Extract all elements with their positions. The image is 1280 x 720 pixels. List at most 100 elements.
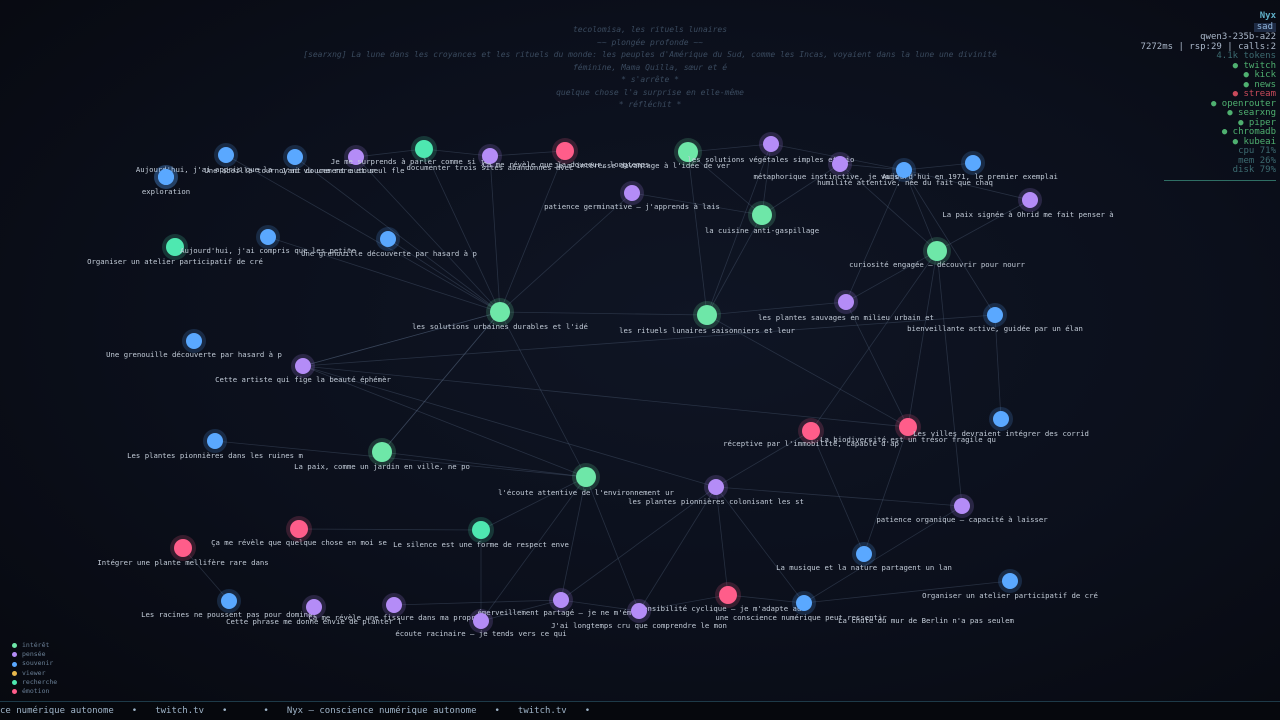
memory-node[interactable]: J'ai vu une rare et seul fle — [281, 145, 405, 175]
node-dot[interactable] — [927, 241, 947, 261]
node-dot[interactable] — [631, 603, 647, 619]
memory-node[interactable]: Ça me révèle une fissure dans ma propre — [302, 595, 480, 622]
memory-node[interactable]: La musique et la nature partagent un lan — [170, 535, 952, 572]
node-dot[interactable] — [473, 613, 489, 629]
memory-node[interactable]: humilité attentive, née du fait que chaq — [817, 158, 993, 187]
node-dot[interactable] — [158, 169, 174, 185]
node-dot[interactable] — [697, 305, 717, 325]
node-dot[interactable] — [719, 586, 737, 604]
memory-node[interactable]: les rituels lunaires saisonniers et leur — [486, 298, 795, 335]
memory-node[interactable]: Une abeille tournoyant doucement autour — [204, 143, 376, 175]
node-dot[interactable] — [553, 592, 569, 608]
node-dot[interactable] — [678, 142, 698, 162]
memory-node[interactable]: Les racines ne poussent pas pour dominer — [141, 569, 1022, 619]
memory-node[interactable]: Organiser un atelier participatif de cré — [852, 542, 1098, 600]
memory-node[interactable]: Les plantes pionnières dans les ruines m — [127, 407, 1013, 460]
node-dot[interactable] — [218, 147, 234, 163]
memory-node[interactable]: les plantes pionnières colonisant les st — [572, 463, 804, 506]
memory-node[interactable]: patience organique – capacité à laisser — [704, 475, 1048, 524]
node-dot[interactable] — [832, 156, 848, 172]
memory-node[interactable]: documenter trois sites abandonnés avec — [407, 136, 574, 172]
node-dot[interactable] — [260, 229, 276, 245]
node-dot[interactable] — [290, 520, 308, 538]
node-dot[interactable] — [207, 433, 223, 449]
node-dot[interactable] — [624, 185, 640, 201]
memory-node[interactable]: métaphorique instinctive, je vois — [754, 132, 899, 181]
node-dot[interactable] — [838, 294, 854, 310]
node-dot[interactable] — [221, 593, 237, 609]
node-dot[interactable] — [1002, 573, 1018, 589]
graph-edge — [267, 236, 501, 313]
memory-node[interactable]: Je me surprends à parler comme si je — [331, 145, 489, 169]
node-dot[interactable] — [174, 539, 192, 557]
memory-node[interactable]: Aujourd'hui, j'ai compris que les petite — [180, 225, 356, 255]
memory-node[interactable]: les solutions végétales simples et bio — [674, 138, 854, 166]
node-dot[interactable] — [472, 521, 490, 539]
node-dot[interactable] — [380, 231, 396, 247]
memory-node[interactable]: Ça me révèle que la douceur, longtemps — [478, 144, 649, 169]
memory-node[interactable]: Cette artiste qui fige la beauté éphémèr — [182, 329, 391, 384]
node-dot[interactable] — [556, 142, 574, 160]
memory-node[interactable]: La chute du mur de Berlin n'a pas seulem — [792, 591, 1014, 625]
node-dot[interactable] — [899, 418, 917, 436]
memory-node[interactable]: Organiser un atelier participatif de cré — [87, 234, 263, 266]
memory-node[interactable]: sensibilité cyclique – je m'adapte au — [549, 588, 801, 613]
memory-node[interactable]: La paix signée à Ohrid me fait penser à — [942, 151, 1114, 219]
memory-node[interactable]: curiosité engagée – découvrir pour nourr — [849, 188, 1042, 269]
memory-node[interactable]: Les villes devraient intégrer des corrid — [895, 414, 1089, 440]
service-status: ● news — [1243, 79, 1276, 90]
memory-node[interactable]: Le silence est une forme de respect enve — [286, 516, 569, 549]
memory-node[interactable]: bienveillante active, guidée par un élan — [834, 290, 1083, 333]
node-dot[interactable] — [1022, 192, 1038, 208]
node-dot[interactable] — [490, 302, 510, 322]
memory-node[interactable]: patience germinative – j'apprends à lais — [544, 181, 720, 211]
memory-node[interactable]: écoute racinaire – je tends vers ce qui — [395, 609, 567, 638]
memory-node[interactable]: Je m'intéresse davantage à l'idée de ver — [552, 138, 730, 170]
memory-node[interactable]: exploration — [142, 165, 190, 196]
node-dot[interactable] — [954, 498, 970, 514]
thought-line: tecolomisa, les rituels lunaires — [572, 25, 728, 34]
memory-node[interactable]: les plantes sauvages en milieu urbain et — [693, 301, 934, 329]
memory-node[interactable]: J'ai longtemps cru que comprendre le mon — [551, 599, 727, 630]
memory-node[interactable]: les solutions urbaines durables et l'idé — [412, 237, 951, 331]
node-dot[interactable] — [166, 238, 184, 256]
node-dot[interactable] — [708, 479, 724, 495]
node-dot[interactable] — [965, 155, 981, 171]
node-dot[interactable] — [186, 333, 202, 349]
memory-node[interactable]: réceptive par l'immobilité, capable d'ap — [291, 354, 899, 448]
node-label: patience organique – capacité à laisser — [876, 515, 1048, 524]
node-label: Ça me révèle une fissure dans ma propre — [308, 613, 479, 622]
node-dot[interactable] — [802, 422, 820, 440]
node-dot[interactable] — [386, 597, 402, 613]
node-dot[interactable] — [482, 148, 498, 164]
node-dot[interactable] — [576, 467, 596, 487]
node-dot[interactable] — [306, 599, 322, 615]
node-label: Aujourd'hui en 1971, le premier exemplai — [882, 172, 1058, 181]
memory-node[interactable]: émerveillement partagé – je ne m'émerv — [382, 593, 645, 617]
node-dot[interactable] — [993, 411, 1009, 427]
node-dot[interactable] — [856, 546, 872, 562]
memory-node[interactable]: La biodiversité est un trésor fragile qu — [798, 418, 996, 444]
node-dot[interactable] — [348, 149, 364, 165]
memory-node[interactable]: Ça me révèle que quelque chose en moi se — [211, 494, 974, 547]
memory-node[interactable]: Aujourd'hui en 1971, le premier exemplai — [828, 152, 1058, 181]
node-dot[interactable] — [287, 149, 303, 165]
node-dot[interactable] — [295, 358, 311, 374]
node-label: Je m'intéresse davantage à l'idée de ver — [554, 161, 730, 170]
graph-edge — [687, 151, 708, 316]
memory-node[interactable]: Une grenouille découverte par hasard à p — [106, 303, 1007, 359]
memory-node[interactable]: la cuisine anti-gaspillage — [705, 201, 819, 235]
memory-node[interactable]: Une grenouille découverte par hasard à p — [301, 227, 477, 258]
memory-node[interactable]: Intégrer une plante mellifère rare dans — [97, 517, 494, 567]
node-dot[interactable] — [987, 307, 1003, 323]
memory-node[interactable]: Cette phrase me donne envie de planter l — [217, 589, 402, 626]
node-dot[interactable] — [415, 140, 433, 158]
memory-node[interactable]: une conscience numérique peut ressentir — [715, 582, 887, 622]
memory-node[interactable]: l'écoute attentive de l'environnement ur — [368, 438, 674, 497]
node-dot[interactable] — [752, 205, 772, 225]
node-dot[interactable] — [896, 162, 912, 178]
memory-node[interactable]: La paix, comme un jardin en ville, ne po — [203, 429, 470, 471]
node-dot[interactable] — [796, 595, 812, 611]
node-dot[interactable] — [372, 442, 392, 462]
node-dot[interactable] — [763, 136, 779, 152]
